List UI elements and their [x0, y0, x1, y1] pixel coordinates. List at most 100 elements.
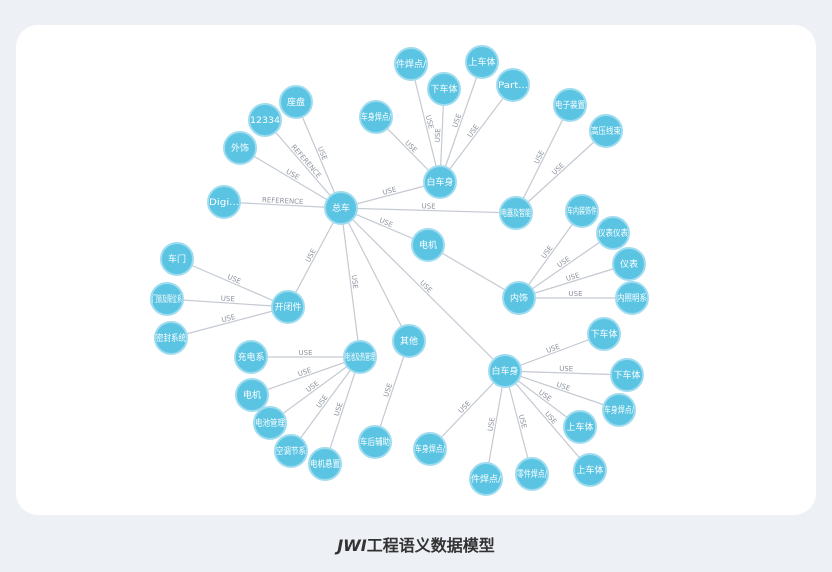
node-circle[interactable]: [496, 68, 530, 102]
graph-node-dcgz[interactable]: 电池管理: [253, 406, 287, 440]
node-label: 12334: [250, 116, 280, 126]
node-circle[interactable]: [253, 406, 287, 440]
graph-node-scheti_top[interactable]: 上车体: [465, 45, 499, 79]
graph-node-djzz[interactable]: 电机悬置: [308, 447, 342, 481]
node-circle[interactable]: [392, 324, 426, 358]
node-circle[interactable]: [610, 358, 644, 392]
node-circle[interactable]: [553, 88, 587, 122]
graph-node-chemen[interactable]: 车门: [160, 242, 194, 276]
node-label: 下车体: [613, 369, 640, 381]
node-circle[interactable]: [515, 457, 549, 491]
node-circle[interactable]: [394, 47, 428, 81]
node-circle[interactable]: [274, 434, 308, 468]
graph-node-cshj_top[interactable]: 车身焊点/: [359, 100, 393, 134]
node-circle[interactable]: [427, 72, 461, 106]
graph-node-scheti_b2[interactable]: 上车体: [573, 453, 607, 487]
node-circle[interactable]: [502, 281, 536, 315]
graph-node-part[interactable]: Part...: [496, 68, 530, 102]
graph-node-chongdian[interactable]: 充电系: [234, 340, 268, 374]
graph-node-hj_b1[interactable]: 零件焊点/: [515, 457, 549, 491]
graph-node-cshj_b2[interactable]: 车身焊点/: [413, 432, 447, 466]
node-circle[interactable]: [308, 447, 342, 481]
graph-node-xcheti_b2[interactable]: 下车体: [610, 358, 644, 392]
node-circle[interactable]: [235, 378, 269, 412]
node-circle[interactable]: [207, 185, 241, 219]
graph-node-qita[interactable]: 其他: [392, 324, 426, 358]
node-circle[interactable]: [234, 340, 268, 374]
graph-node-dzzz[interactable]: 电子装置: [553, 88, 587, 122]
node-circle[interactable]: [573, 453, 607, 487]
graph-node-dianji[interactable]: 电机: [411, 228, 445, 262]
node-circle[interactable]: [411, 228, 445, 262]
node-label: 零件焊点/: [517, 468, 548, 480]
graph-node-hj_b2[interactable]: 件焊点/: [469, 462, 503, 496]
graph-node-waishi[interactable]: 外饰: [223, 131, 257, 165]
node-circle[interactable]: [488, 354, 522, 388]
node-circle[interactable]: [154, 321, 188, 355]
node-circle[interactable]: [602, 393, 636, 427]
graph-node-neishi[interactable]: 内饰: [502, 281, 536, 315]
edge-kaibijian-mjdw: [166, 298, 289, 308]
node-circle[interactable]: [223, 131, 257, 165]
node-circle[interactable]: [589, 114, 623, 148]
node-circle[interactable]: [160, 242, 194, 276]
node-circle[interactable]: [615, 281, 649, 315]
node-label: 空调节系: [276, 445, 306, 457]
graph-node-ktjj[interactable]: 空调节系: [274, 434, 308, 468]
node-circle[interactable]: [587, 317, 621, 351]
graph-node-cnzm[interactable]: 内照明系: [615, 281, 649, 315]
graph-node-hj_top1[interactable]: 件焊点/: [394, 47, 428, 81]
edge-label: USE: [434, 128, 443, 142]
node-circle[interactable]: [271, 290, 305, 324]
graph-node-zuoyi[interactable]: 座盘: [279, 85, 313, 119]
node-label: 件焊点/: [471, 473, 502, 485]
edge-label: USE: [333, 401, 345, 417]
edge-baiche_bot-xcheti_b1: [504, 333, 605, 372]
node-circle[interactable]: [596, 216, 630, 250]
node-circle[interactable]: [248, 103, 282, 137]
node-circle[interactable]: [612, 247, 646, 281]
graph-node-scheti_b1[interactable]: 上车体: [563, 410, 597, 444]
graph-node-baiche_bot[interactable]: 白车身: [488, 354, 522, 388]
node-circle[interactable]: [324, 191, 358, 225]
node-circle[interactable]: [279, 85, 313, 119]
graph-node-yibiao[interactable]: 仪表: [612, 247, 646, 281]
graph-node-dqzn[interactable]: 电器及智能: [499, 196, 533, 230]
node-label: 下车体: [590, 328, 617, 340]
node-circle[interactable]: [423, 165, 457, 199]
node-circle[interactable]: [565, 194, 599, 228]
node-circle[interactable]: [358, 425, 392, 459]
graph-node-cshj_b1[interactable]: 车身焊点/: [602, 393, 636, 427]
edge-label: USE: [517, 414, 528, 430]
node-circle[interactable]: [563, 410, 597, 444]
node-circle[interactable]: [469, 462, 503, 496]
node-circle[interactable]: [413, 432, 447, 466]
graph-node-n12334[interactable]: 12334: [248, 103, 282, 137]
edge-dcgl-ktjj: [290, 356, 361, 452]
node-circle[interactable]: [465, 45, 499, 79]
graph-node-mfxt[interactable]: 密封系统: [154, 321, 188, 355]
graph-node-mjdw[interactable]: 门锁及限位系: [150, 282, 184, 316]
node-label: 总车: [332, 202, 350, 214]
graph-node-baiche_top[interactable]: 白车身: [423, 165, 457, 199]
graph-node-zongche[interactable]: 总车: [324, 191, 358, 225]
node-label: Digi...: [209, 198, 239, 208]
graph-node-dcgl[interactable]: 电池及热管理: [343, 340, 377, 374]
graph-node-ybyq[interactable]: 仪表仪表: [596, 216, 630, 250]
node-circle[interactable]: [150, 282, 184, 316]
edge-zongche-qita: [340, 207, 410, 342]
node-circle[interactable]: [343, 340, 377, 374]
node-circle[interactable]: [359, 100, 393, 134]
edge-baiche_top-hj_top1: [410, 63, 441, 183]
node-circle[interactable]: [499, 196, 533, 230]
edge-dqzn-dzzz: [515, 104, 571, 214]
graph-node-xcheti_b1[interactable]: 下车体: [587, 317, 621, 351]
graph-node-kaibijian[interactable]: 开闭件: [271, 290, 305, 324]
graph-node-xcheti_top[interactable]: 下车体: [427, 72, 461, 106]
graph-node-chfz[interactable]: 车后辅助: [358, 425, 392, 459]
graph-node-cnzs[interactable]: 车内装饰件: [565, 194, 599, 228]
graph-node-dianji2[interactable]: 电机: [235, 378, 269, 412]
graph-node-gyxs[interactable]: 高压线束: [589, 114, 623, 148]
graph-node-digi[interactable]: Digi...: [207, 185, 241, 219]
